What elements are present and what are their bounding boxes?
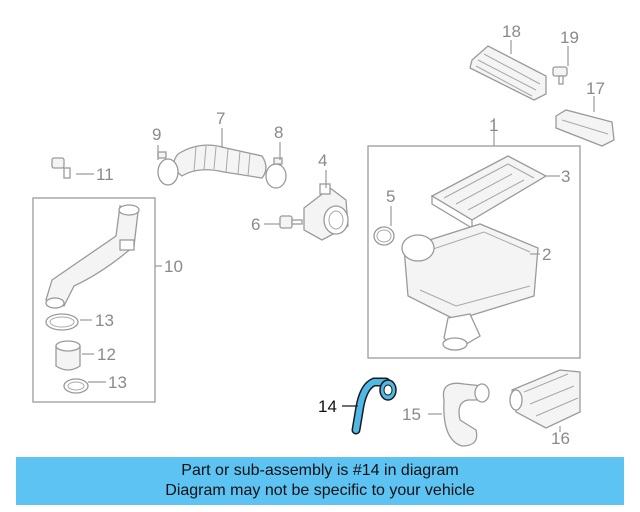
callout-3: 3	[561, 167, 570, 186]
part-1-assembly-frame	[367, 145, 581, 359]
callout-6: 6	[251, 215, 260, 234]
callout-2: 2	[542, 245, 551, 264]
callout-7: 7	[216, 109, 225, 128]
part-18-duct	[469, 45, 547, 101]
part-6-bolt	[279, 215, 303, 229]
part-11-bolt	[51, 157, 71, 179]
callout-19: 19	[560, 28, 579, 47]
part-13-clamp-lower	[63, 378, 89, 394]
callout-5: 5	[386, 187, 395, 206]
banner-line-1: Part or sub-assembly is #14 in diagram	[181, 462, 459, 479]
part-14-vent-hose	[351, 377, 397, 435]
info-banner: Part or sub-assembly is #14 in diagram D…	[16, 457, 624, 505]
part-5-seal-ring	[373, 226, 395, 246]
part-9-clamp	[157, 151, 179, 186]
callout-8: 8	[274, 123, 283, 142]
part-12-coupler	[55, 340, 81, 371]
part-3-air-cleaner-cover	[430, 155, 548, 230]
callout-4: 4	[318, 151, 327, 170]
callout-16: 16	[551, 429, 570, 448]
part-10-assembly-frame	[32, 197, 156, 403]
callout-18: 18	[502, 22, 521, 41]
callout-9: 9	[152, 125, 161, 144]
callout-13-upper: 13	[95, 311, 114, 330]
part-16-air-duct	[509, 369, 581, 429]
part-7-intake-hose	[173, 144, 267, 179]
parts-diagram: 18 19 17 1 3 2 5	[32, 22, 615, 448]
part-10-tube	[45, 204, 140, 309]
callout-1: 1	[489, 116, 498, 135]
part-13-clamp-upper	[45, 313, 79, 331]
banner-line-2: Diagram may not be specific to your vehi…	[165, 482, 475, 499]
callout-13-lower: 13	[108, 373, 127, 392]
part-2-air-cleaner-housing	[401, 223, 539, 351]
callout-12: 12	[97, 345, 116, 364]
part-8-clamp	[265, 157, 287, 189]
callout-15: 15	[402, 405, 421, 424]
part-17-cover	[555, 109, 615, 147]
callout-14: 14	[318, 397, 337, 416]
callout-17: 17	[586, 79, 605, 98]
part-19-bolt	[552, 66, 568, 85]
callout-10: 10	[164, 257, 183, 276]
callout-11: 11	[96, 165, 114, 184]
part-15-elbow-hose	[442, 382, 490, 447]
part-4-sensor	[303, 183, 349, 241]
